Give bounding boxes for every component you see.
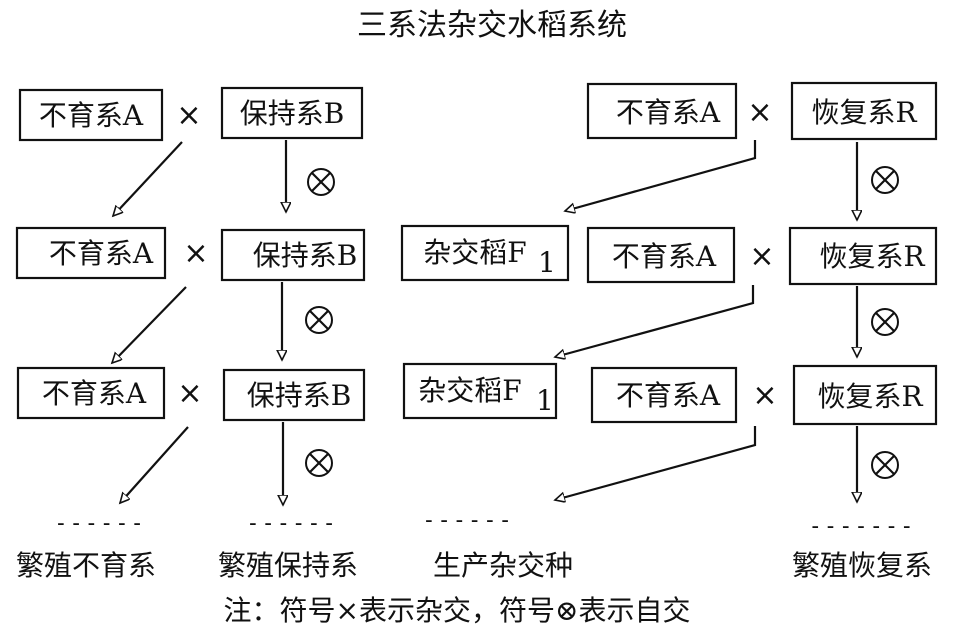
maintainer-line-label-row2: 保持系B	[253, 239, 358, 272]
sterile-line-box-right-row3	[590, 366, 738, 424]
output-dashes-hybrid: ------	[422, 508, 513, 533]
hybrid-rice-box-row2	[400, 224, 570, 282]
output-dashes-maintainer: ------	[246, 511, 337, 536]
sterile-line-label-row2: 不育系A	[49, 237, 154, 270]
sterile-line-label-right-row2: 不育系A	[612, 240, 717, 273]
sterile-line-box-row1	[18, 88, 164, 142]
label-propagate-sterile: 繁殖不育系	[16, 549, 156, 582]
hybrid-subscript-row3: 1	[536, 384, 554, 417]
label-produce-hybrid: 生产杂交种	[433, 549, 573, 582]
self-symbol-stroke	[309, 310, 329, 330]
sterile-line-label-row1: 不育系A	[39, 99, 144, 132]
arrow-sterile-row3-to-output	[120, 426, 189, 503]
maintainer-line-box-row3	[222, 368, 366, 422]
self-symbol-row1-right	[871, 166, 899, 194]
self-symbol-row1-left	[307, 168, 335, 196]
arrow-cross-row3-to-output	[555, 426, 757, 500]
self-symbol-stroke	[875, 312, 895, 332]
maintainer-line-label-row1: 保持系B	[240, 97, 345, 130]
maintainer-line-box-row2	[220, 228, 366, 282]
arrow-cross-row1-to-hybrid	[565, 140, 757, 211]
arrow-cross-row2-to-hybrid	[555, 285, 755, 357]
label-propagate-maintainer: 繁殖保持系	[218, 549, 358, 582]
self-symbol-row3-left	[305, 449, 333, 477]
self-symbol-stroke	[309, 453, 329, 473]
self-symbol-stroke	[311, 172, 331, 192]
maintainer-line-box-row1	[220, 86, 364, 140]
sterile-line-box-right-row2	[586, 226, 736, 284]
hybrid-rice-box-row3	[402, 362, 558, 420]
self-symbol-stroke	[875, 455, 895, 475]
hybrid-subscript-row2: 1	[538, 246, 556, 279]
sterile-line-label-right-row3: 不育系A	[616, 379, 721, 412]
arrow-sterile-row2-to-row3	[112, 286, 187, 363]
self-symbol-row2-left	[305, 306, 333, 334]
self-symbol-stroke	[875, 170, 895, 190]
maintainer-line-label-row3: 保持系B	[247, 379, 352, 412]
cross-symbol-row3-left: ×	[177, 376, 202, 411]
self-symbol-row3-right	[871, 451, 899, 479]
restorer-line-box-row1	[790, 81, 938, 141]
cross-symbol-row2-left: ×	[183, 236, 208, 271]
cross-symbol-row2-right: ×	[749, 239, 774, 274]
restorer-line-label-row2: 恢复系R	[819, 240, 925, 273]
output-dashes-sterile: ------	[54, 511, 145, 536]
output-dashes-restorer: -------	[809, 514, 916, 539]
sterile-line-box-row2	[15, 226, 167, 280]
diagram-title: 三系法杂交水稻系统	[357, 8, 627, 43]
sterile-line-box-right-row1	[586, 82, 738, 140]
restorer-line-box-row3	[792, 364, 938, 426]
sterile-line-box-row3	[16, 366, 166, 420]
cross-symbol-row1-left: ×	[176, 98, 201, 133]
label-propagate-restorer: 繁殖恢复系	[792, 549, 932, 582]
hybrid-rice-label-row3: 杂交稻F	[418, 374, 521, 407]
cross-symbol-row3-right: ×	[752, 378, 777, 413]
hybrid-rice-label-row2: 杂交稻F	[423, 236, 526, 269]
restorer-line-label-row3: 恢复系R	[817, 380, 923, 413]
footnote: 注：符号×表示杂交，符号⊗表示自交	[224, 594, 691, 627]
sterile-line-label-row3: 不育系A	[42, 377, 147, 410]
restorer-line-box-row2	[788, 226, 938, 286]
arrow-sterile-row1-to-row2	[113, 141, 183, 216]
sterile-line-label-right-row1: 不育系A	[616, 96, 721, 129]
restorer-line-label-row1: 恢复系R	[811, 96, 917, 129]
cross-symbol-row1-right: ×	[747, 95, 772, 130]
self-symbol-row2-right	[871, 308, 899, 336]
